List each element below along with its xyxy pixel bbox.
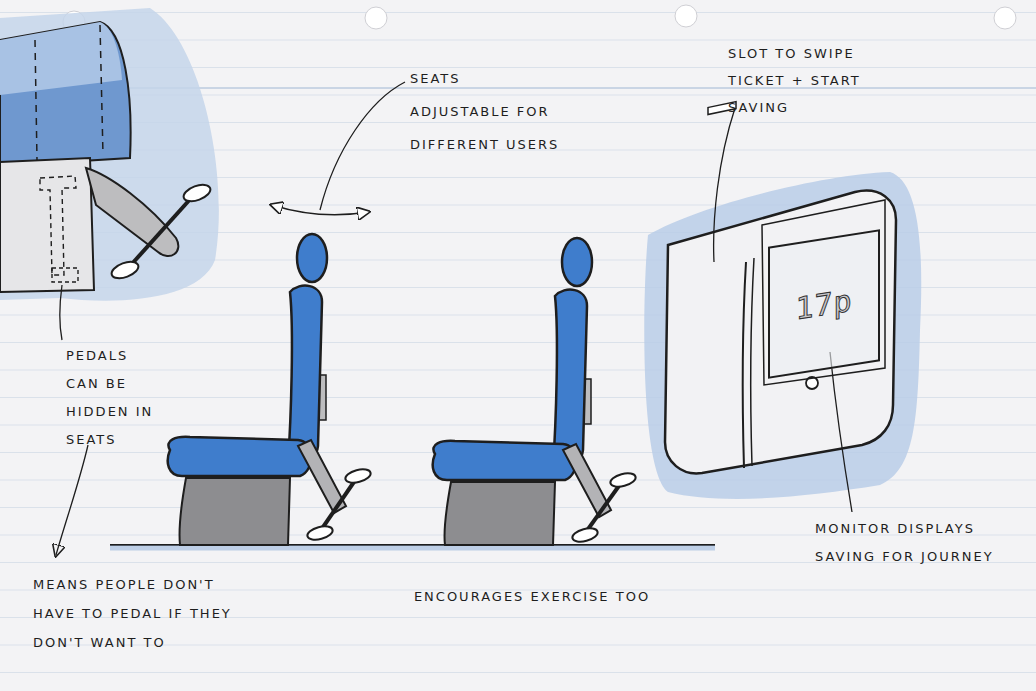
seat-detail xyxy=(0,8,219,301)
annotation: SEATS ADJUSTABLE FOR DIFFERENT USERS xyxy=(410,62,560,161)
seat-base xyxy=(179,478,290,545)
hidden-pedal xyxy=(40,176,76,275)
hidden-pedal xyxy=(52,268,78,282)
pedal xyxy=(571,526,599,544)
pedal-seat xyxy=(168,234,372,545)
blue-wash xyxy=(110,546,715,551)
monitor-body xyxy=(665,191,896,474)
annotation: SLOT TO SWIPE TICKET + START SAVING xyxy=(728,40,918,121)
punch-hole xyxy=(365,7,387,29)
leader-line xyxy=(320,82,405,210)
seat-highlight xyxy=(0,22,122,95)
seat-base xyxy=(0,158,94,292)
annotation: MONITOR DISPLAYS SAVING FOR JOURNEY xyxy=(815,515,1005,571)
hidden-line xyxy=(35,40,37,160)
seat-cushion xyxy=(433,441,576,480)
headrest xyxy=(562,238,592,286)
punch-hole xyxy=(994,7,1016,29)
display-screen: 17p xyxy=(768,229,880,379)
pedal xyxy=(344,467,372,485)
seat-back xyxy=(288,286,322,463)
pedal xyxy=(181,182,212,205)
hidden-line xyxy=(100,25,103,155)
pedal-arm xyxy=(86,168,178,256)
crank xyxy=(321,479,356,530)
display-reading: 17p xyxy=(795,282,852,326)
monitor-edge xyxy=(743,262,746,468)
pedal xyxy=(609,471,637,489)
annotation: ENCOURAGES EXERCISE TOO xyxy=(412,582,652,612)
headrest xyxy=(297,234,327,282)
seat-back xyxy=(0,22,131,166)
leader-arrow xyxy=(56,445,88,555)
pedal-seat xyxy=(433,238,637,545)
blue-wash xyxy=(644,172,921,499)
seat-back xyxy=(553,290,587,467)
monitor-edge xyxy=(751,258,754,466)
annotation: PEDALS CAN BE HIDDEN IN SEATS xyxy=(66,342,158,454)
seat-base xyxy=(444,482,555,545)
punch-holes xyxy=(63,5,1016,33)
crank xyxy=(130,196,193,266)
pedal xyxy=(306,524,334,542)
crank xyxy=(586,483,621,532)
leader-line xyxy=(60,285,62,340)
leader-line xyxy=(830,352,852,512)
punch-hole xyxy=(675,5,697,27)
seat-cushion xyxy=(168,437,311,476)
annotation: MEANS PEOPLE DON'T HAVE TO PEDAL IF THEY… xyxy=(33,570,238,657)
pedal xyxy=(109,259,140,282)
ticket-monitor xyxy=(644,102,921,499)
blue-wash xyxy=(0,8,219,301)
screen-bezel xyxy=(762,200,885,385)
leader-line xyxy=(714,108,735,262)
